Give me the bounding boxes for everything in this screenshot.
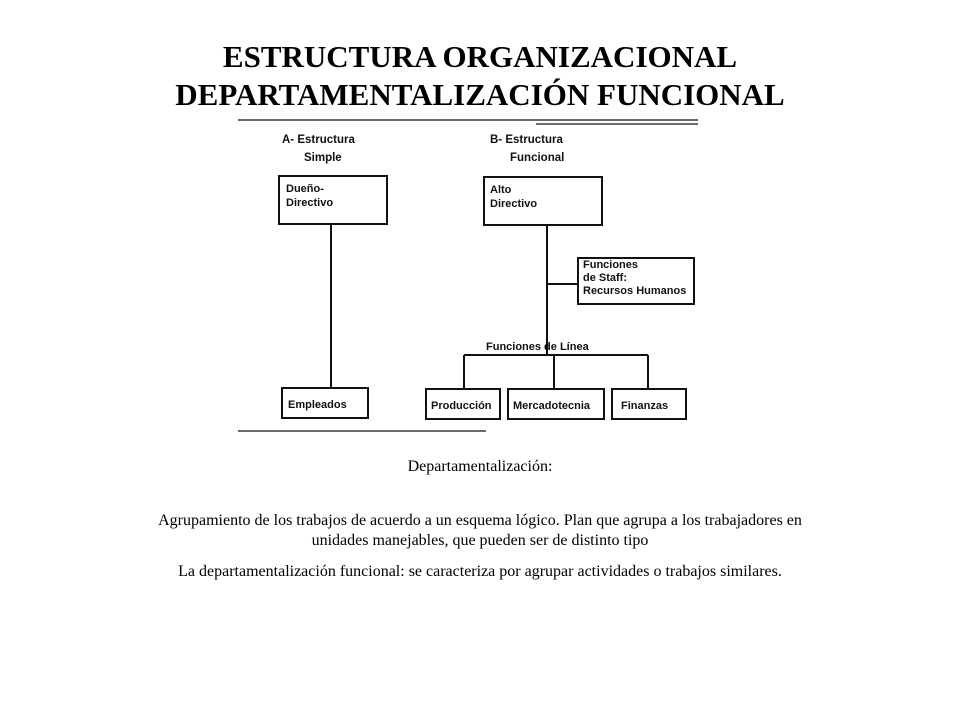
title-line-2: DEPARTAMENTALIZACIÓN FUNCIONAL <box>175 77 785 112</box>
owner-director-label-line-1: Dueño- <box>286 183 324 195</box>
top-director-label-line-1: Alto <box>490 184 512 196</box>
owner-director-label-line-2: Directivo <box>286 197 333 209</box>
definition-paragraph: Agrupamiento de los trabajos de acuerdo … <box>158 512 802 549</box>
simple-heading-line-1: A- Estructura <box>282 134 355 146</box>
simple-heading-line-2: Simple <box>304 152 342 164</box>
finance-box <box>611 388 687 420</box>
title-line-1: ESTRUCTURA ORGANIZACIONAL <box>222 39 738 74</box>
staff-functions-label-line-2: de Staff: <box>583 272 627 284</box>
top-director-box <box>483 176 603 226</box>
marketing-box <box>507 388 605 420</box>
employees-box <box>281 387 369 419</box>
production-label: Producción <box>431 400 492 412</box>
staff-functions-box <box>577 257 695 305</box>
top-director-label-line-2: Directivo <box>490 198 537 210</box>
employees-label: Empleados <box>288 399 347 411</box>
staff-functions-label-line-1: Funciones <box>583 259 638 271</box>
staff-functions-label-line-3: Recursos Humanos <box>583 285 686 297</box>
org-chart-diagram: A- Estructura Simple Dueño- Directivo Em… <box>238 119 698 432</box>
functional-definition-paragraph: La departamentalización funcional: se ca… <box>178 563 782 580</box>
functional-heading-line-1: B- Estructura <box>490 134 563 146</box>
marketing-label: Mercadotecnia <box>513 400 591 412</box>
production-box <box>425 388 501 420</box>
definition-heading: Departamentalización: <box>407 458 553 475</box>
finance-label: Finanzas <box>621 400 668 412</box>
functional-structure: B- Estructura Funcional Alto Directivo F… <box>425 134 695 420</box>
line-functions-label: Funciones de Línea <box>486 341 590 353</box>
page-title: ESTRUCTURA ORGANIZACIONAL DEPARTAMENTALI… <box>0 38 960 114</box>
owner-director-box <box>278 175 388 225</box>
functional-heading-line-2: Funcional <box>510 152 564 164</box>
simple-structure: A- Estructura Simple Dueño- Directivo Em… <box>278 134 388 419</box>
